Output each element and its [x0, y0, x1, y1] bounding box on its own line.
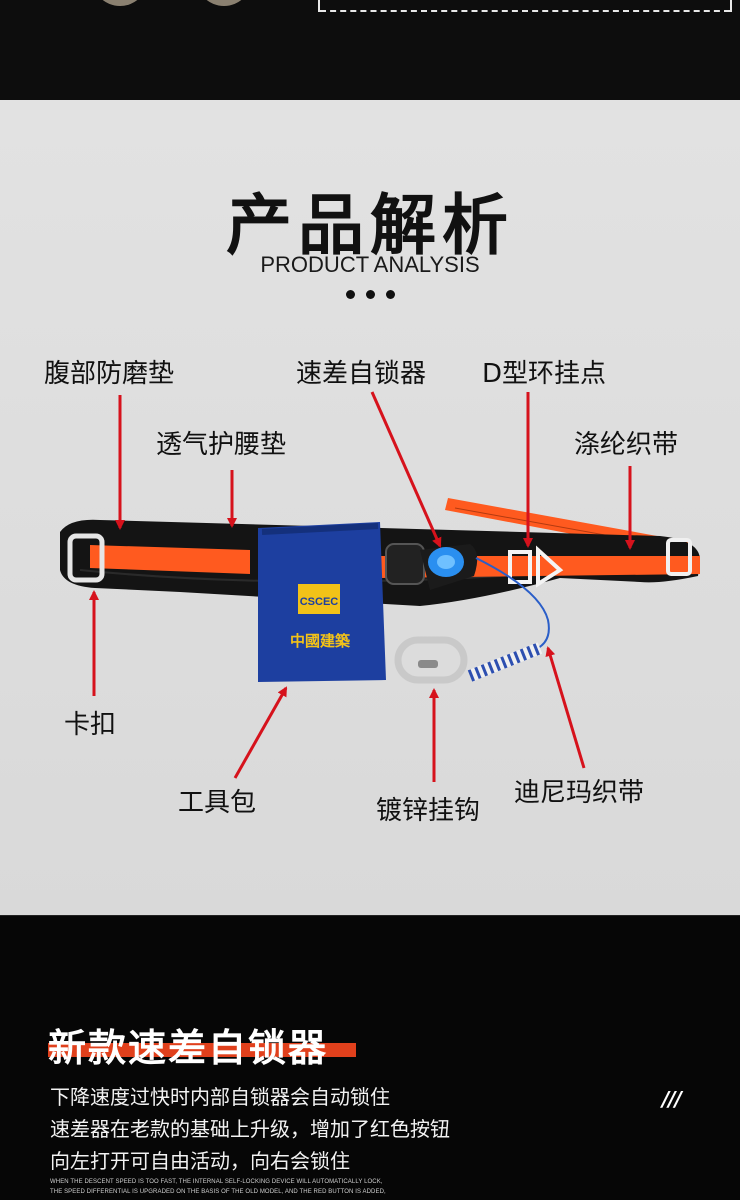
- title-highlight-bar: [48, 1043, 356, 1057]
- label-nylon-webbing: 迪尼玛织带: [514, 778, 645, 808]
- label-breathable-pad: 透气护腰垫: [156, 430, 287, 460]
- label-self-locking-device: 速差自锁器: [296, 359, 427, 389]
- product-knob-right: [196, 0, 252, 6]
- label-abdominal-pad: 腹部防磨垫: [44, 359, 175, 389]
- feature-line-2: 速差器在老款的基础上升级，增加了红色按钮: [50, 1117, 450, 1141]
- arrow-nylon-webbing: [545, 646, 586, 769]
- label-polyester-webbing: 涤纶织带: [574, 430, 679, 460]
- top-band: [0, 0, 740, 100]
- belt-webbing: [90, 545, 250, 574]
- label-d-ring: D型环挂点: [482, 359, 607, 389]
- arrow-self-locking: [370, 391, 442, 548]
- feature-line-3: 向左打开可自由活动，向右会锁住: [50, 1149, 350, 1173]
- product-knob-left: [92, 0, 148, 6]
- product-analysis-section: 产品解析 PRODUCT ANALYSIS: [0, 100, 740, 915]
- safety-belt-illustration: CSCEC 中國建築: [60, 391, 700, 782]
- dashed-divider: [318, 0, 732, 12]
- arrow-tool-bag: [233, 686, 288, 779]
- d-ring-shape: [508, 550, 532, 584]
- fine-print-2: THE SPEED DIFFERENTIAL IS UPGRADED ON TH…: [50, 1189, 386, 1195]
- feature-line-1: 下降速度过快时内部自锁器会自动锁住: [50, 1085, 390, 1109]
- section-divider: [0, 915, 740, 916]
- bag-text: 中國建築: [290, 632, 351, 650]
- feature-section: 新款速差自锁器 下降速度过快时内部自锁器会自动锁住 速差器在老款的基础上升级，增…: [0, 915, 740, 1200]
- label-galvanized-hook: 镀锌挂钩: [376, 796, 481, 826]
- title-dots: [346, 290, 395, 299]
- decorative-slashes: ///: [662, 1087, 682, 1111]
- section-title-en: PRODUCT ANALYSIS: [260, 252, 480, 277]
- label-buckle: 卡扣: [64, 710, 117, 740]
- buckle-shape: [67, 533, 105, 583]
- section-title-cn: 产品解析: [226, 187, 514, 264]
- label-tool-bag: 工具包: [178, 788, 257, 818]
- bag-logo-text: CSCEC: [300, 596, 339, 608]
- galvanized-hook-shape: [394, 636, 468, 684]
- feature-title: 新款速差自锁器: [48, 1026, 329, 1070]
- fine-print-1: WHEN THE DESCENT SPEED IS TOO FAST, THE …: [50, 1179, 383, 1185]
- self-locking-device-shape: [385, 543, 425, 585]
